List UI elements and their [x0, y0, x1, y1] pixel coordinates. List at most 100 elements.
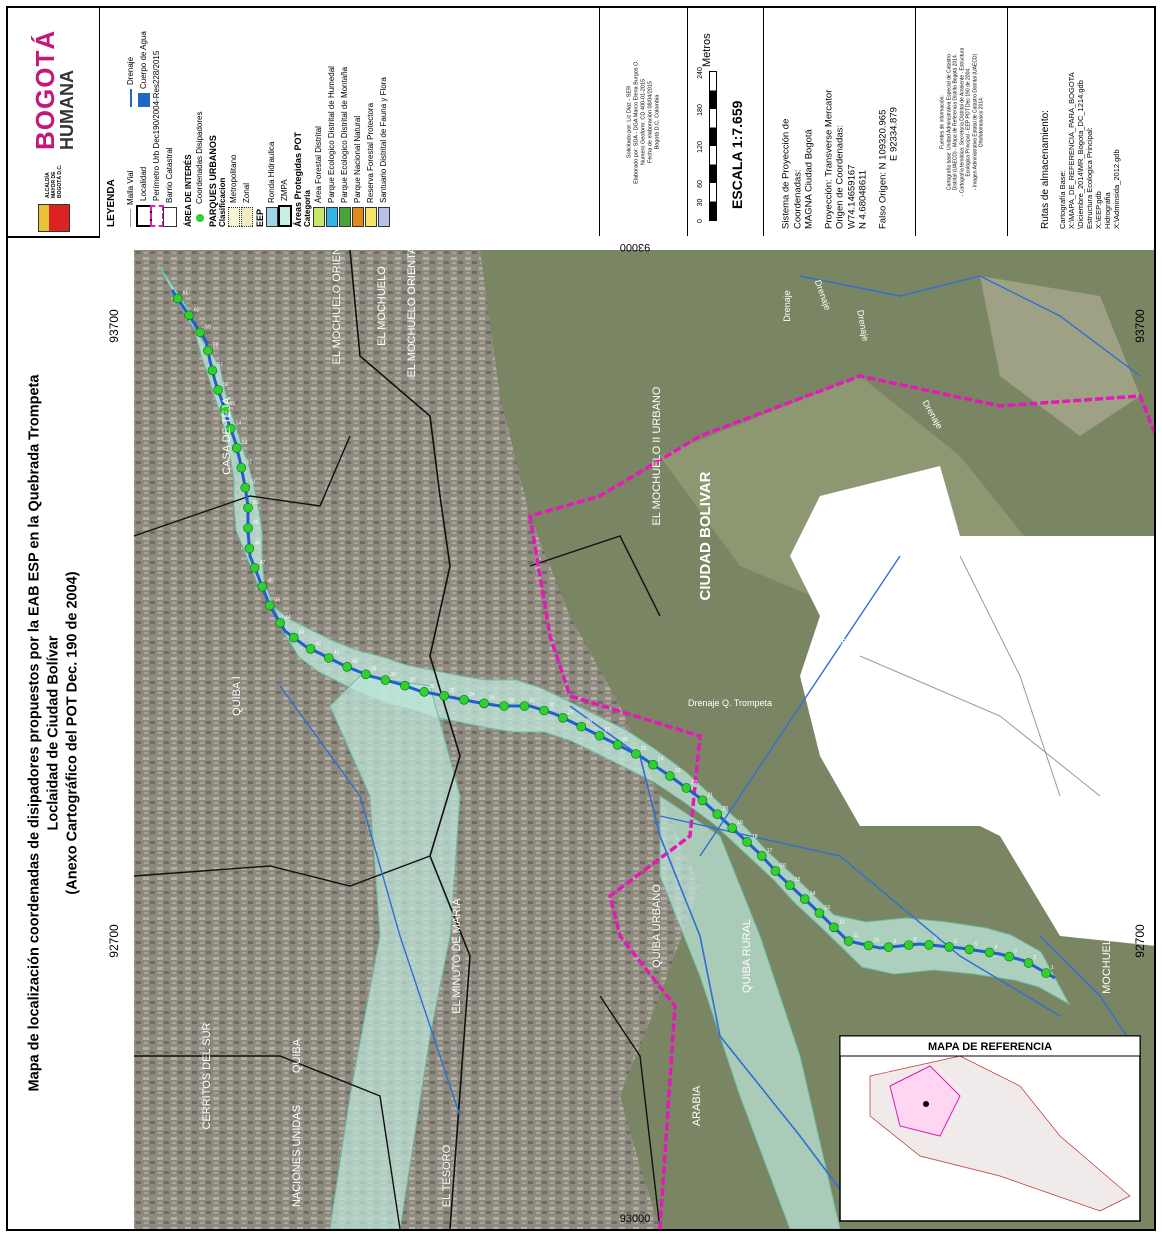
disipador-point[interactable] [240, 482, 251, 493]
disipador-point[interactable] [231, 443, 242, 453]
disipador-point[interactable] [594, 730, 605, 741]
disipador-point[interactable] [712, 809, 723, 819]
disipador-point[interactable] [275, 618, 285, 628]
disipador-point[interactable] [558, 713, 568, 723]
sources-line4: - Cartografía temática: Secretaría Distr… [958, 47, 965, 197]
disipador-label: 47 [260, 560, 266, 566]
storage-heading: Rutas de almacenamiento: [1040, 110, 1051, 229]
bogota-seal-icon [37, 204, 70, 232]
disipador-point[interactable] [612, 740, 623, 750]
disipador-point[interactable] [843, 936, 854, 946]
place-label: CERRITOS DEL SUR [201, 1022, 213, 1129]
no-data-area [790, 466, 1154, 946]
disipador-point[interactable] [697, 795, 708, 806]
disipador-point[interactable] [243, 502, 253, 513]
disipador-label: 53 [242, 440, 248, 446]
projection-column: Sistema de Proyección de Coordenadas: MA… [764, 8, 916, 236]
disipador-point[interactable] [1023, 958, 1034, 968]
disipador-point[interactable] [984, 947, 995, 958]
disipador-point[interactable] [756, 851, 767, 861]
sources-line6: - Imagen Administrativa Estatal de Catas… [971, 53, 978, 191]
disipador-point[interactable] [1041, 968, 1051, 978]
disipador-point[interactable] [225, 423, 236, 434]
disipador-point[interactable] [742, 837, 752, 847]
disipador-point[interactable] [219, 404, 230, 415]
legend-localidad: Localidad [138, 166, 148, 201]
disipador-label: 33 [489, 695, 495, 701]
disipador-point[interactable] [361, 669, 371, 680]
disipador-point[interactable] [203, 345, 213, 356]
disipador-point[interactable] [863, 940, 874, 951]
legend-zmpa: ZMPA [279, 179, 289, 201]
disipador-point[interactable] [236, 462, 247, 473]
place-label: EL MOCHUELO ORIENTAL I [406, 236, 418, 377]
disipador-point[interactable] [883, 942, 894, 952]
disipador-point[interactable] [207, 365, 218, 376]
disipador-label: 12 [839, 919, 845, 925]
malla-vial-swatch [129, 209, 131, 227]
reference-map-inset[interactable]: MAPA DE REFERENCIA [839, 1035, 1141, 1222]
disipador-point[interactable] [172, 293, 183, 304]
place-label: ARABIA [691, 1085, 703, 1126]
disipador-point[interactable] [380, 675, 391, 685]
disipador-point[interactable] [459, 695, 469, 705]
disipador-point[interactable] [195, 327, 205, 338]
disipador-point[interactable] [479, 698, 489, 709]
disipador-point[interactable] [829, 922, 839, 933]
sheet-frame [6, 6, 1156, 1231]
place-label: EL MOCHUELO II [951, 592, 963, 681]
disipador-point[interactable] [184, 310, 194, 321]
disipador-point[interactable] [288, 632, 299, 643]
grid-x-label: 93700 [107, 309, 121, 343]
storage-line2: X:\MAPA_DE_REFERENCIA_PARA_BOGOTA [1067, 72, 1076, 229]
disipador-point[interactable] [785, 880, 795, 890]
categoria-item: Santuario Distrital de Fauna y Flora [377, 66, 390, 227]
disipador-point[interactable] [519, 701, 530, 711]
disipador-label: 15 [795, 877, 801, 883]
disipador-point[interactable] [419, 687, 430, 697]
place-label: QUIBA [291, 1038, 303, 1073]
disipador-point[interactable] [631, 749, 641, 759]
disipador-point[interactable] [305, 643, 316, 654]
disipador-point[interactable] [539, 705, 549, 716]
disipador-point[interactable] [727, 823, 737, 833]
drenaje-swatch [129, 89, 131, 107]
disipador-point[interactable] [323, 653, 334, 663]
disipador-point[interactable] [903, 940, 914, 950]
disipador-label: 60 [194, 307, 200, 313]
disipador-point[interactable] [499, 701, 509, 711]
disipador-point[interactable] [924, 940, 934, 950]
legend-parques-urbanos: PARQUES URBANOS [207, 135, 218, 227]
disipador-point[interactable] [944, 942, 954, 952]
disipador-point[interactable] [213, 385, 223, 395]
disipador-point[interactable] [249, 562, 260, 573]
disipador-label: 44 [285, 615, 291, 621]
categoria-item: Reserva Forestal Protectora [364, 66, 377, 227]
storage-column: Rutas de almacenamiento: Cartografía Bas… [1008, 8, 1154, 236]
legend-areas-protegidas: Áreas Protegidas POT [292, 131, 303, 227]
disipador-point[interactable] [264, 600, 275, 611]
disipador-point[interactable] [681, 783, 692, 793]
disipador-point[interactable] [400, 680, 410, 691]
disipador-point[interactable] [257, 581, 268, 592]
disipador-point[interactable] [648, 759, 658, 770]
disipador-point[interactable] [244, 543, 255, 554]
disipador-point[interactable] [576, 721, 587, 732]
disipador-label: 58 [213, 343, 219, 349]
disipador-point[interactable] [814, 908, 825, 918]
categoria-swatch [338, 207, 350, 227]
disipador-point[interactable] [964, 944, 975, 955]
disipador-label: 36 [429, 684, 435, 690]
disipador-point[interactable] [799, 894, 810, 904]
disipador-point[interactable] [770, 866, 781, 876]
disipador-point[interactable] [243, 523, 253, 533]
disipador-point[interactable] [665, 771, 675, 781]
disipador-point[interactable] [1004, 951, 1015, 962]
disipador-label: 8 [914, 937, 917, 943]
categoria-label: Santuario Distrital de Fauna y Flora [378, 77, 388, 203]
disipador-point[interactable] [342, 662, 352, 672]
disipador-point[interactable] [439, 691, 449, 701]
